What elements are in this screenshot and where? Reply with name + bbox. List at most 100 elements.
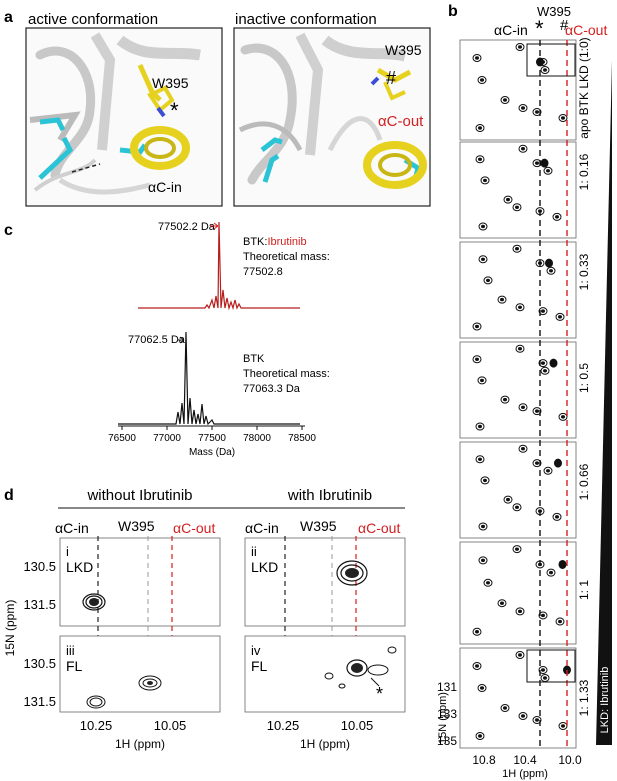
nmr-peak-core [535,461,539,465]
nmr-peak [538,666,548,674]
nmr-peak [515,43,525,51]
nmr-peak [515,607,525,616]
complex-spectrum [138,221,300,311]
d-x-axis-label: 1H (ppm) [115,737,165,751]
nmr-peak [475,455,485,464]
nmr-peak-core [475,324,479,329]
nmr-peak [500,704,510,712]
mass-tick: 77000 [153,433,181,444]
nmr-peak-core [475,630,479,634]
nmr-peak [538,307,548,316]
nmr-peak-core [486,581,490,585]
nmr-peak-core [518,653,522,657]
active-ac-in-label: αC-in [148,179,182,195]
nmr-peak-core [546,169,550,173]
nmr-peak [512,503,522,512]
complex-label-prefix: BTK:Ibrutinib [243,236,307,248]
nmr-peak-core [483,178,487,183]
nmr-peak-core [503,397,507,402]
nmr-peak [546,266,556,275]
active-asterisk: * [170,98,179,123]
sub-iv-asterisk: * [376,684,383,704]
sub-iii-label: iii [66,643,75,658]
nmr-peak-core [515,247,519,251]
nmr-peak [512,244,522,253]
nmr-peak-core [483,478,487,483]
nmr-peak [472,627,482,636]
ratio-label: 1: 1.33 [577,679,591,716]
nmr-peak [538,611,548,620]
nmr-peak-core [478,126,482,130]
active-structure [25,27,223,207]
sub-iv-fl: FL [251,658,268,674]
nmr-peak-core [518,305,522,309]
d-left-ac-in: αC-in [55,520,89,536]
nmr-peak [472,662,482,670]
b-x-tick: 10.8 [472,753,496,767]
nmr-peak-core [480,686,484,690]
nmr-peak-core [535,161,539,165]
mass-tick: 78500 [288,433,316,444]
b-ac-out: αC-out [565,22,607,38]
nmr-peak-core [521,147,525,151]
w395-peak [545,258,553,268]
d-x-tick: 10.25 [267,718,300,733]
without-ibrutinib-title: without Ibrutinib [86,487,192,504]
nmr-peak [480,176,490,185]
nmr-peak [518,444,528,453]
nmr-peak-core [555,215,559,219]
nmr-peak-core [521,106,525,110]
nmr-peak [532,459,542,468]
ratio-label: 1: 0.5 [577,363,591,393]
nmr-peak-core [506,497,510,502]
inactive-structure [233,27,431,207]
with-ibrutinib-title: with Ibrutinib [287,487,372,504]
nmr-peak [532,407,542,416]
d-right-ac-out: αC-out [358,520,400,536]
d-y-tick: 130.5 [23,656,56,671]
nmr-peak-core [546,469,550,473]
d-subpanel-ii [244,536,406,710]
b-spectrum-box [459,647,577,749]
nmr-peak-core [549,570,553,575]
nmr-peak-core [515,547,519,551]
nmr-peak [515,651,525,659]
nmr-peak [543,166,553,175]
nmr-peak-core [515,205,519,209]
b-hash: # [560,17,569,34]
b-asterisk: * [535,16,544,41]
d-right-w395: W395 [300,518,337,534]
nmr-peak-core [543,369,547,373]
complex-mass-value: 77502.8 [243,266,283,278]
sub-i-label: i [66,544,69,559]
d-x-tick: 10.05 [154,718,187,733]
nmr-peak-core [535,409,539,413]
nmr-peak-core [541,613,545,618]
nmr-peak [552,212,562,221]
nmr-peak [558,412,568,421]
nmr-peak-core [561,724,565,728]
w395-peak [549,358,558,368]
nmr-peak-core [543,676,547,680]
nmr-peak [475,422,485,431]
b-x-tick: 10.4 [513,753,537,767]
w395-peak [540,158,549,168]
nmr-peak [477,376,487,385]
mass-tick: 76500 [108,433,136,444]
d-subpanel-iv [244,635,406,713]
nmr-peak [503,195,513,204]
nmr-peak [472,54,482,62]
b-x-tick: 10.0 [558,753,582,767]
nmr-peak [475,155,485,164]
complex-peak-label: 77502.2 Da [158,221,216,233]
nmr-peak [472,322,482,331]
nmr-peak [552,512,562,521]
nmr-peak-core [480,78,484,82]
ratio-label: 1: 0.33 [577,253,591,290]
w395-peak [554,458,562,468]
ratio-label: 1: 0.66 [577,463,591,500]
nmr-peak-core [475,664,479,668]
nmr-peak [555,617,565,626]
nmr-peak [558,114,568,122]
nmr-peak [543,466,553,475]
